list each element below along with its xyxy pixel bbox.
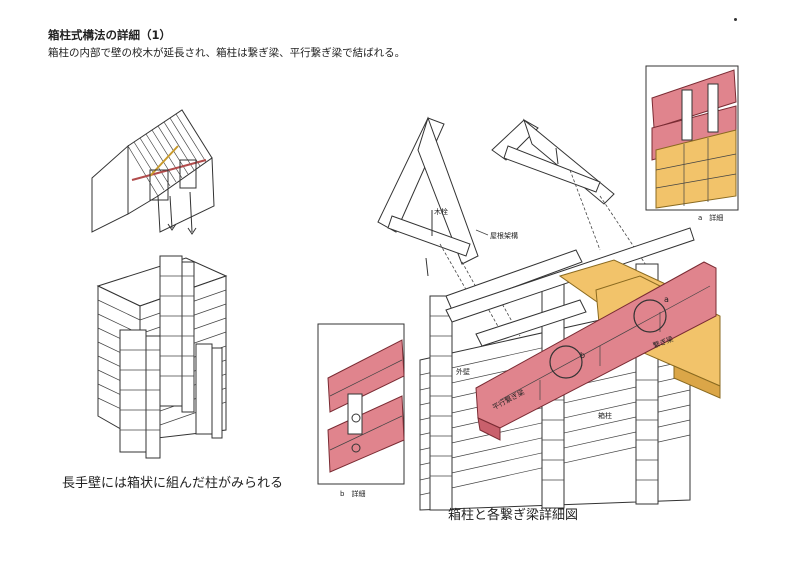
parallel-tie-beam	[475, 261, 717, 441]
detail-markers	[549, 299, 667, 379]
label-detail-b: b 詳細	[340, 489, 365, 498]
caption-right: 箱柱と各繋ぎ梁詳細図	[448, 508, 579, 523]
wall-assembly	[419, 227, 695, 511]
detail-b-inset	[317, 323, 405, 485]
label-mokuchu: 木栓	[434, 207, 448, 216]
label-detail-a: a 詳細	[698, 213, 723, 222]
page-title: 箱柱式構法の詳細（1）	[48, 28, 172, 42]
roof-frame	[377, 116, 615, 277]
detail-a-inset	[645, 65, 739, 211]
caption-left: 長手壁には箱状に組んだ柱がみられる	[62, 476, 284, 491]
label-hakobashira: 箱柱	[598, 411, 612, 420]
page-dot	[734, 18, 737, 21]
label-mark-a: a	[664, 295, 669, 304]
label-gaiheki: 外壁	[456, 367, 470, 376]
page-subtitle: 箱柱の内部で壁の校木が延長され、箱柱は繋ぎ梁、平行繋ぎ梁で結ばれる。	[48, 47, 406, 59]
label-mark-b: b	[580, 351, 585, 360]
box-column-drawing	[96, 255, 228, 459]
house-sketch	[91, 109, 215, 235]
label-yaneka: 屋根架構	[490, 231, 518, 240]
